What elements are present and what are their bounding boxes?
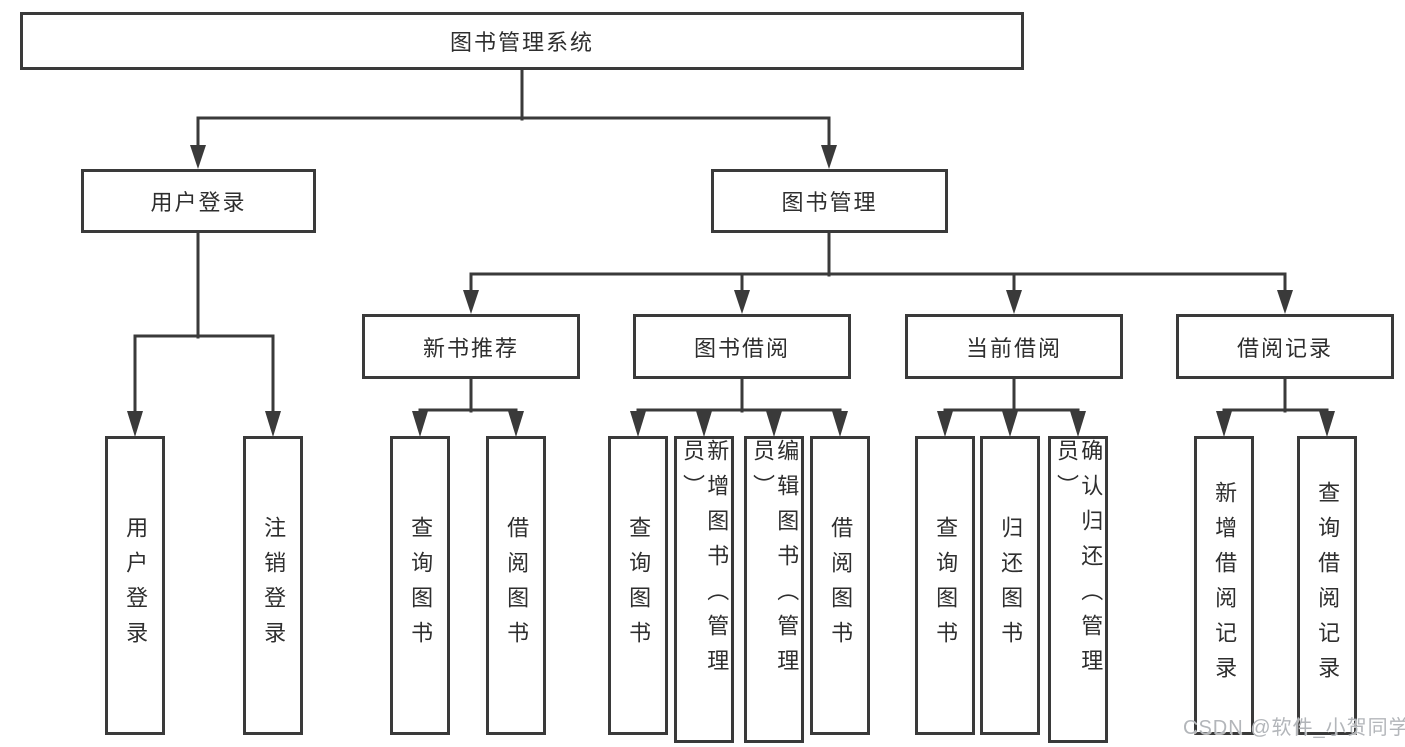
arrowhead-icons	[127, 145, 1335, 437]
leaf-user-login: 用户登录	[105, 436, 165, 735]
node-borrowing-records: 借阅记录	[1176, 314, 1394, 379]
leaf-label: 归还图书	[998, 515, 1024, 656]
leaf-add-borrow-record: 新增借阅记录	[1194, 436, 1254, 735]
leaf-borrow-books-recommend: 借阅图书	[486, 436, 546, 735]
leaf-logout: 注销登录	[243, 436, 303, 735]
leaf-label: 查询借阅记录	[1315, 480, 1341, 691]
leaf-label: 新增借阅记录	[1212, 480, 1238, 691]
leaf-label: 编辑图书（管理员）	[750, 439, 800, 684]
leaf-confirm-return-admin: 确认归还（管理员）	[1048, 436, 1108, 743]
leaf-label: 新增图书（管理员）	[680, 439, 730, 684]
leaf-edit-books-admin: 编辑图书（管理员）	[744, 436, 804, 743]
leaf-label: 查询图书	[408, 515, 434, 656]
leaf-query-books-current: 查询图书	[915, 436, 975, 735]
leaf-label: 查询图书	[933, 515, 959, 656]
leaf-label: 确认归还（管理员）	[1054, 439, 1104, 684]
leaf-add-books-admin: 新增图书（管理员）	[674, 436, 734, 743]
leaf-borrow-books: 借阅图书	[810, 436, 870, 735]
leaf-label: 借阅图书	[504, 515, 530, 656]
node-new-book-recommendation: 新书推荐	[362, 314, 580, 379]
leaf-label: 借阅图书	[828, 515, 854, 656]
leaf-query-borrow-record: 查询借阅记录	[1297, 436, 1357, 735]
node-book-borrowing: 图书借阅	[633, 314, 851, 379]
leaf-label: 用户登录	[123, 515, 149, 656]
node-user-login: 用户登录	[81, 169, 316, 233]
node-book-management: 图书管理	[711, 169, 948, 233]
leaf-label: 查询图书	[626, 515, 652, 656]
leaf-query-books-borrowing: 查询图书	[608, 436, 668, 735]
node-current-borrowing: 当前借阅	[905, 314, 1123, 379]
leaf-label: 注销登录	[261, 515, 287, 656]
leaf-return-books: 归还图书	[980, 436, 1040, 735]
leaf-query-books-recommend: 查询图书	[390, 436, 450, 735]
watermark: CSDN @软件_小贺同学	[1183, 717, 1405, 739]
node-root: 图书管理系统	[20, 12, 1024, 70]
